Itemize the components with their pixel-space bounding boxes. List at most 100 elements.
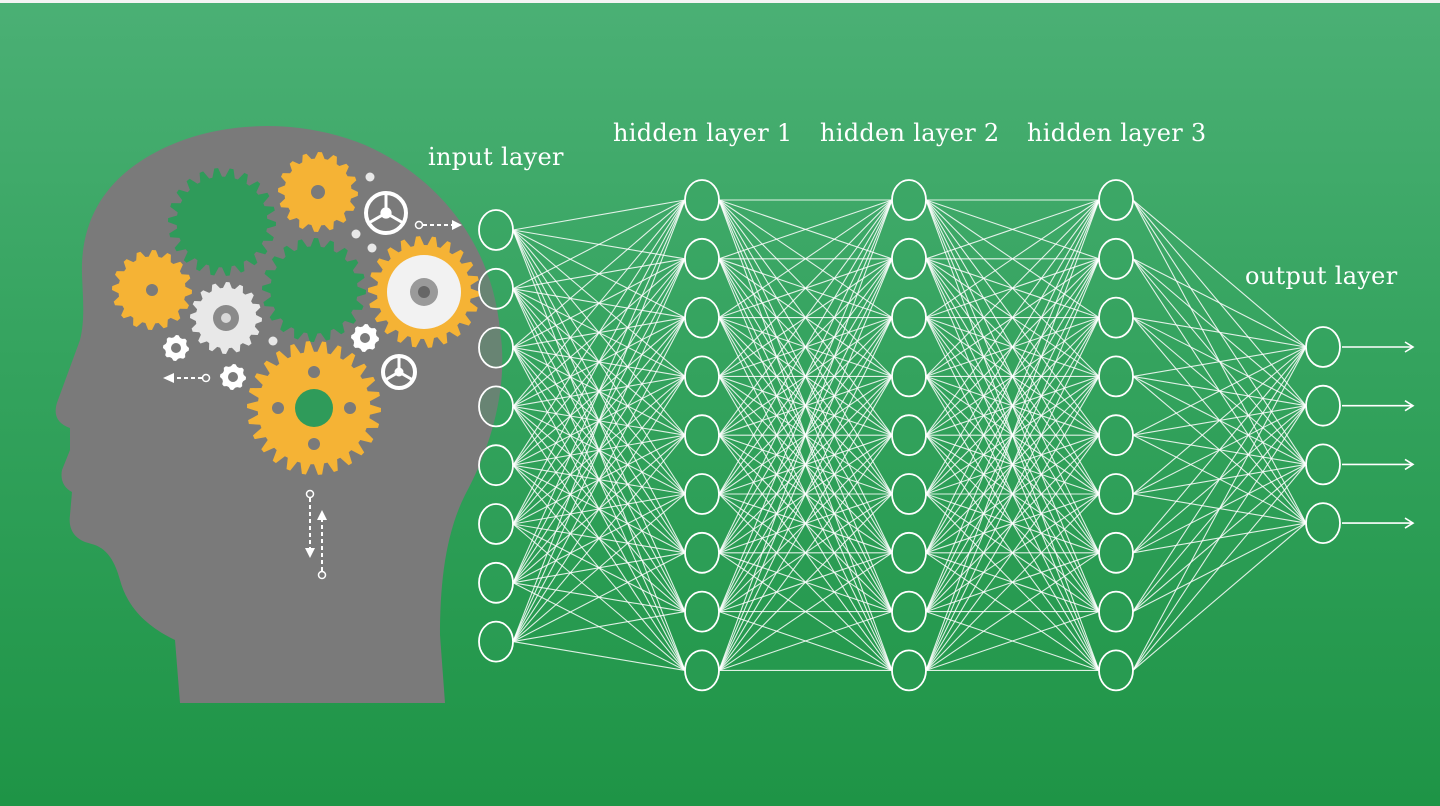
neuron-output [1305,443,1341,486]
neuron-hidden1 [684,531,720,574]
hidden-layer-1-label: hidden layer 1 [613,119,793,147]
arrow-head [163,373,174,383]
gear-hub [360,333,370,343]
connection-line [925,199,1100,671]
connection-line [512,199,686,231]
connection-line [718,552,893,671]
connection-line [1132,346,1307,671]
connection-line [718,317,893,671]
connection-line [925,199,1100,554]
connection-line [718,199,893,319]
output-arrows [1342,341,1415,529]
neuron-input [478,209,514,251]
connection-line [1132,346,1307,377]
connection-line [718,258,893,671]
connection-line [512,199,686,290]
connection-line [512,199,686,642]
neuron-hidden1 [684,590,720,633]
connection-line [512,552,686,643]
gear-hub [221,313,231,323]
wheel-spoke [384,370,400,382]
connection-line [718,199,893,612]
arrow-head [452,220,462,230]
arrow-head [1404,517,1415,529]
gear-hub [146,284,158,296]
neuron-hidden1 [684,237,720,280]
connection-line [925,552,1100,671]
neuron-hidden1 [684,473,720,515]
connection-line [512,199,686,349]
neuron-input [478,503,514,545]
connection-line [512,611,686,643]
connection-line [1132,405,1307,671]
output-layer-label: output layer [1245,262,1398,290]
wheel-spoke [398,370,414,382]
connection-line [925,199,1100,319]
neuron-hidden2 [891,590,927,633]
arrow-head [317,510,327,520]
connection-line [718,611,893,671]
gear-hole [344,402,356,414]
neuron-hidden3 [1098,531,1134,574]
arrow-tail [305,489,315,499]
neuron-hidden2 [891,179,927,221]
neuron-hidden2 [891,296,927,339]
connection-line [1132,346,1307,495]
arrow-tail [201,373,211,383]
connection-line [512,258,686,642]
connection-line [512,199,686,466]
connection-line [512,199,686,525]
neuron-input [478,444,514,487]
connection-line [1132,346,1307,554]
gear-hub [295,389,333,427]
arrow-tail [317,570,327,580]
connection-line [718,199,893,436]
neuron-input [478,620,514,663]
connection-line [718,376,893,671]
connection-line [512,199,686,584]
bolt-icon [268,336,278,346]
connection-line [718,199,893,260]
connection-line [718,493,893,671]
connection-line [1132,258,1307,348]
hidden-layer-3-label: hidden layer 3 [1027,119,1207,147]
input-layer-label: input layer [428,143,564,171]
connection-line [1132,199,1307,348]
connection-line [512,376,686,642]
gear-hub [311,185,325,199]
neuron-hidden3 [1098,296,1134,339]
connection-line [925,199,1100,260]
connection-line [718,199,893,377]
neuron-hidden1 [684,414,720,457]
arrow-head [1404,341,1415,353]
gear-hole [272,402,284,414]
top-border [0,0,1440,3]
neuron-hidden1 [684,355,720,398]
bolt-icon [351,229,361,239]
arrow-head [305,548,315,558]
connection-line [718,434,893,671]
neuron-hidden3 [1098,473,1134,515]
gear-hub [228,372,238,382]
neuron-hidden3 [1098,179,1134,221]
connection-line [925,317,1100,671]
connection-line [925,434,1100,671]
neuron-hidden3 [1098,414,1134,457]
neuron-output [1305,384,1341,427]
neuron-input [478,267,514,310]
head-illustration [55,126,503,703]
neuron-hidden2 [891,237,927,280]
neuron-hidden2 [891,414,927,457]
connection-line [512,493,686,643]
connection-line [512,434,686,642]
neuron-hidden3 [1098,355,1134,398]
neuron-output [1305,502,1341,544]
gear-hub [171,343,181,353]
gear-hub [418,286,430,298]
connection-lines [512,199,1307,671]
neuron-output [1305,326,1341,368]
connection-line [718,199,893,554]
connection-line [512,641,686,671]
neuron-hidden2 [891,649,927,692]
